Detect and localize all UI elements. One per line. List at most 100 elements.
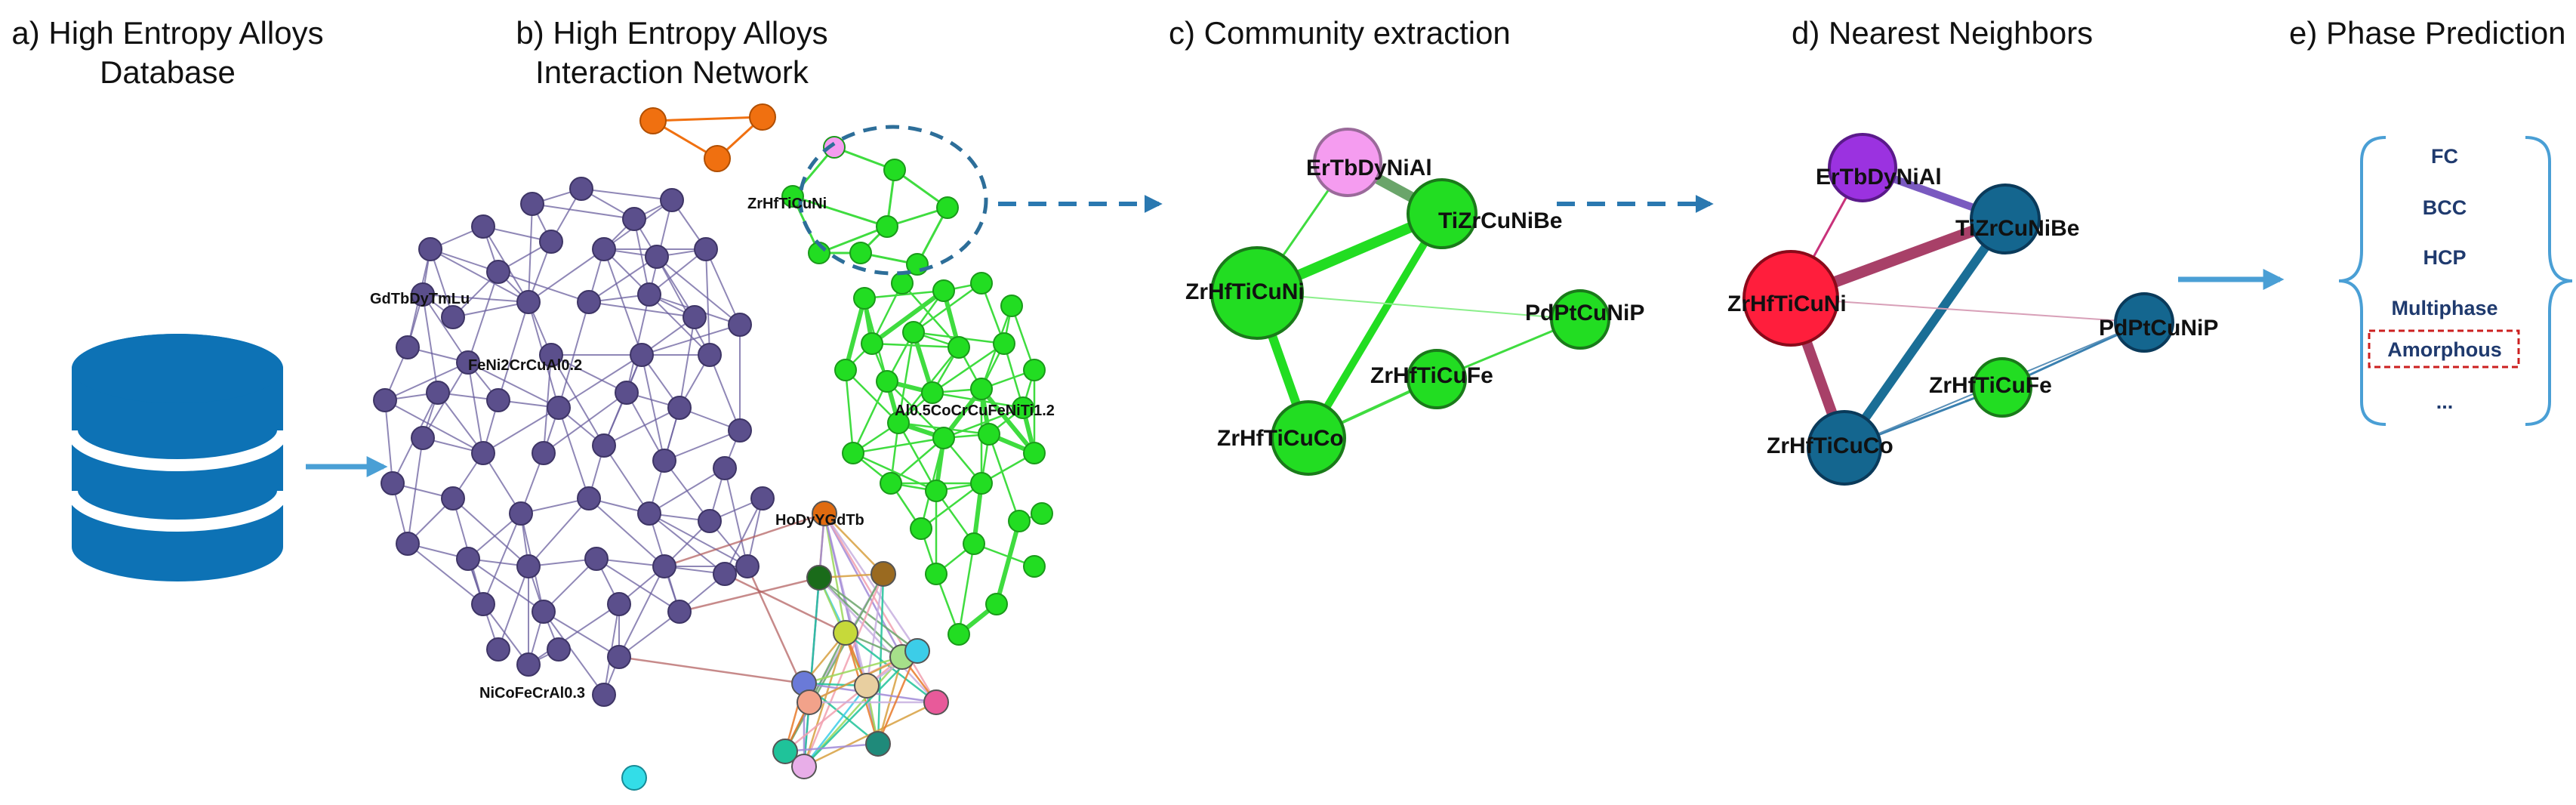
network-edge <box>422 294 439 393</box>
network-edge <box>588 256 658 303</box>
network-edge <box>844 369 855 454</box>
network-node-multicolor <box>772 739 798 764</box>
network-edge <box>467 362 559 409</box>
network-node-green <box>781 185 804 208</box>
panel-a-title-line2: Database <box>100 54 236 90</box>
neighbors-label-ertb: ErTbDyNiAl <box>1816 165 1942 190</box>
network-node-purple <box>486 260 510 284</box>
network-node-green <box>849 242 872 264</box>
network-edge <box>618 566 665 658</box>
network-node-purple <box>592 237 616 261</box>
network-node-green <box>1023 442 1046 464</box>
network-edge <box>852 381 889 454</box>
network-node-purple <box>698 509 722 533</box>
neighbors-label-zrhffe: ZrHfTiCuFe <box>1929 373 2052 398</box>
network-node-green <box>932 427 955 449</box>
network-node-multicolor <box>806 565 832 591</box>
network-node-purple <box>698 343 722 367</box>
network-node-purple <box>584 547 609 571</box>
network-node-multicolor <box>797 689 822 715</box>
network-edge <box>824 513 884 575</box>
panel-b-title: b) High Entropy Alloys Interaction Netwo… <box>491 14 853 92</box>
network-edge <box>784 742 879 753</box>
network-node-green <box>834 359 857 381</box>
network-node-purple <box>486 637 510 662</box>
network-edge <box>596 558 680 612</box>
network-edge <box>482 513 522 605</box>
network-node-orange <box>639 107 667 134</box>
neighbors-node-zrhfco <box>1807 410 1882 486</box>
network-edge <box>1010 305 1036 371</box>
network-edge <box>913 282 982 334</box>
network-node-green <box>883 159 906 181</box>
network-edge <box>705 248 741 325</box>
phase-list: FC BCC HCP Multiphase Amorphous ... <box>2387 145 2502 413</box>
panel-a-title-line1: a) High Entropy Alloys <box>11 15 324 51</box>
network-edge <box>603 445 650 514</box>
network-edge <box>581 188 673 201</box>
network-node-purple <box>569 177 593 201</box>
network-edge <box>818 576 918 652</box>
network-node-multicolor <box>870 561 896 587</box>
network-node-multicolor <box>904 638 930 664</box>
network-edge <box>528 603 620 665</box>
network-edge <box>784 685 867 752</box>
network-node-green <box>823 136 846 159</box>
community-node-zrhffe <box>1407 349 1467 409</box>
network-edge <box>679 576 820 613</box>
network-node-green <box>936 196 959 219</box>
network-edge <box>784 573 885 752</box>
community-label-zrhfni: ZrHfTiCuNi <box>1185 279 1305 304</box>
network-node-green <box>985 593 1008 615</box>
network-node-purple <box>539 230 563 254</box>
network-node-green <box>1023 359 1046 381</box>
neighbors-labels: ErTbDyNiAl TiZrCuNiBe ZrHfTiCuNi PdPtCuN… <box>1727 165 2218 458</box>
network-edge <box>384 362 469 401</box>
network-label-alco: Al0.5CoCrCuFeNiTi1.2 <box>895 402 1055 419</box>
neighbors-edge <box>1790 298 2145 323</box>
network-node-green <box>1012 396 1034 419</box>
network-node-purple <box>539 343 563 367</box>
panel-b-title-line2: Interaction Network <box>535 54 809 90</box>
network-node-green <box>970 378 993 400</box>
network-edge <box>724 498 763 575</box>
network-label-hody: HoDyYGdTb <box>775 512 864 529</box>
network-node-green <box>880 472 902 495</box>
network-node-purple <box>373 388 397 412</box>
network-node-purple <box>652 449 676 473</box>
network-node-multicolor <box>854 673 880 699</box>
network-label-feni: FeNi2CrCuAl0.2 <box>468 357 582 374</box>
network-node-green <box>970 472 993 495</box>
network-edge <box>588 301 695 318</box>
network-node-purple <box>486 388 510 412</box>
network-node-green <box>925 563 948 585</box>
network-node-green <box>948 623 970 646</box>
network-node-purple <box>607 645 631 669</box>
network-edge <box>543 558 597 612</box>
neighbors-label-tizr: TiZrCuNiBe <box>1955 216 2079 241</box>
network-edge <box>705 248 710 356</box>
community-node-pdpt <box>1550 289 1610 350</box>
brace-icon <box>2338 136 2386 426</box>
network-node-purple <box>520 192 544 216</box>
network-edge <box>988 433 1021 522</box>
network-edge <box>532 203 635 220</box>
community-nodes <box>1210 128 1610 476</box>
network-labels: ZrHfTiCuNi GdTbDyTmLu FeNi2CrCuAl0.2 Al0… <box>370 196 1055 702</box>
network-node-purple <box>426 381 450 405</box>
network-node-purple <box>637 501 661 526</box>
network-node-purple <box>456 350 480 375</box>
network-node-purple <box>728 418 752 443</box>
network-node-green <box>932 279 955 302</box>
network-node-purple <box>735 554 760 578</box>
network-node-purple <box>577 290 601 314</box>
network-node-purple <box>622 207 646 231</box>
network-node-purple <box>630 343 654 367</box>
network-node-purple <box>418 237 442 261</box>
phase-item-multiphase: Multiphase <box>2391 297 2497 319</box>
network-node-purple <box>615 381 639 405</box>
network-edge <box>679 316 695 409</box>
community-node-ertb <box>1313 128 1382 197</box>
network-edge <box>633 218 650 295</box>
